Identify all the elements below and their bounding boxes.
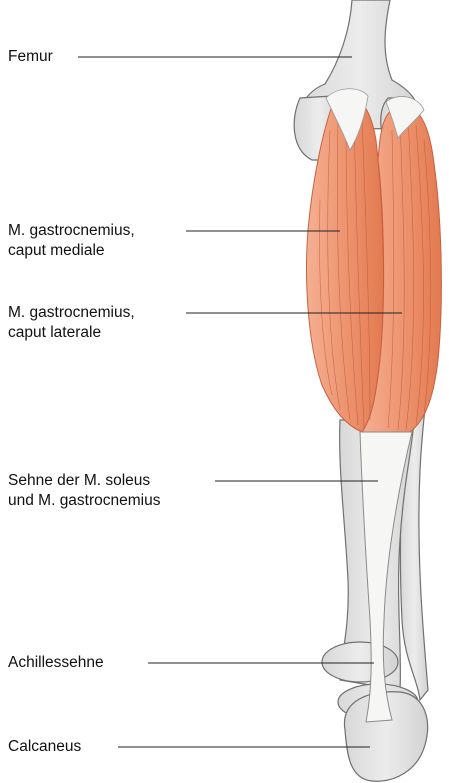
- label-achilles-text: Achillessehne: [8, 653, 104, 673]
- label-tendon-line1: Sehne der M. soleus: [8, 471, 161, 491]
- label-gastrocnemius-medial-line1: M. gastrocnemius,: [8, 221, 135, 241]
- label-gastrocnemius-medial: M. gastrocnemius, caput mediale: [8, 221, 135, 261]
- label-femur-text: Femur: [8, 47, 53, 67]
- label-calcaneus: Calcaneus: [8, 737, 81, 757]
- label-gastrocnemius-lateral-line2: caput laterale: [8, 323, 135, 343]
- label-achilles: Achillessehne: [8, 653, 104, 673]
- gastrocnemius: [307, 95, 442, 432]
- label-tendon: Sehne der M. soleus und M. gastrocnemius: [8, 471, 161, 511]
- label-gastrocnemius-lateral-line1: M. gastrocnemius,: [8, 303, 135, 323]
- label-gastrocnemius-medial-line2: caput mediale: [8, 241, 135, 261]
- label-tendon-line2: und M. gastrocnemius: [8, 491, 161, 511]
- label-calcaneus-text: Calcaneus: [8, 737, 81, 757]
- label-femur: Femur: [8, 47, 53, 67]
- talus-bone: [322, 642, 398, 682]
- label-gastrocnemius-lateral: M. gastrocnemius, caput laterale: [8, 303, 135, 343]
